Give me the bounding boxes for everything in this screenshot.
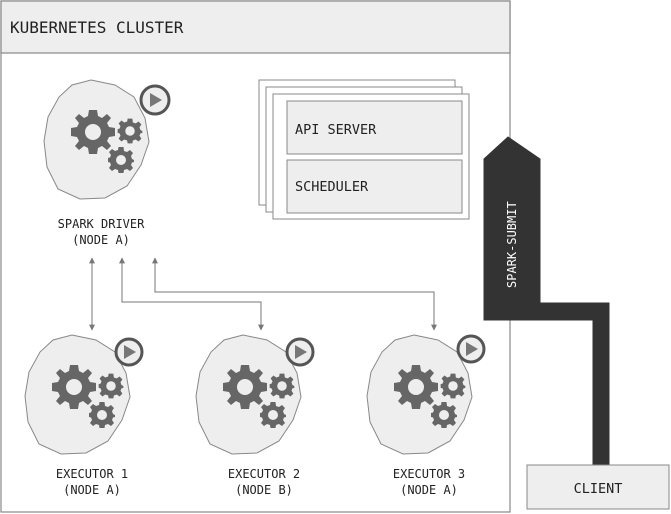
gear-icon xyxy=(269,373,295,399)
gear-icon xyxy=(108,147,134,173)
gear-icon xyxy=(223,365,267,409)
driver-executor-connectors xyxy=(89,257,437,331)
executor-1-name: EXECUTOR 1 xyxy=(56,467,128,481)
driver-node-label: (NODE A) xyxy=(72,233,130,247)
scheduler-label: SCHEDULER xyxy=(295,179,369,195)
play-icon xyxy=(456,334,486,364)
executor-2-node: (NODE B) xyxy=(235,483,293,497)
cluster-title: KUBERNETES CLUSTER xyxy=(10,18,184,37)
control-plane: API SERVER SCHEDULER xyxy=(258,79,470,220)
api-server-box xyxy=(286,100,463,155)
executor-1-node: (NODE A) xyxy=(63,483,121,497)
executor-3-pod xyxy=(366,334,486,455)
api-server-label: API SERVER xyxy=(295,122,377,138)
spark-driver-pod xyxy=(43,79,171,200)
executor-2-pod xyxy=(195,334,315,455)
executor-1-pod xyxy=(24,334,144,455)
gear-icon xyxy=(117,118,143,144)
play-icon xyxy=(114,337,144,367)
client-box xyxy=(526,464,670,510)
executor-3-name: EXECUTOR 3 xyxy=(393,467,465,481)
spark-submit-label: SPARK-SUBMIT xyxy=(505,201,519,288)
gear-icon xyxy=(440,373,466,399)
gear-icon xyxy=(89,402,115,428)
executor-3-node: (NODE A) xyxy=(400,483,458,497)
gear-icon xyxy=(431,402,457,428)
cluster-header xyxy=(0,0,511,54)
gear-icon xyxy=(260,402,286,428)
gear-icon xyxy=(98,373,124,399)
gear-icon xyxy=(394,365,438,409)
executor-2-name: EXECUTOR 2 xyxy=(228,467,300,481)
gear-icon xyxy=(52,365,96,409)
play-icon xyxy=(139,84,171,116)
driver-name-label: SPARK DRIVER xyxy=(58,217,145,231)
play-icon xyxy=(285,337,315,367)
client-label: CLIENT xyxy=(574,481,623,497)
connector-executor-3 xyxy=(152,257,437,331)
gear-icon xyxy=(71,110,115,154)
scheduler-box xyxy=(286,159,463,214)
